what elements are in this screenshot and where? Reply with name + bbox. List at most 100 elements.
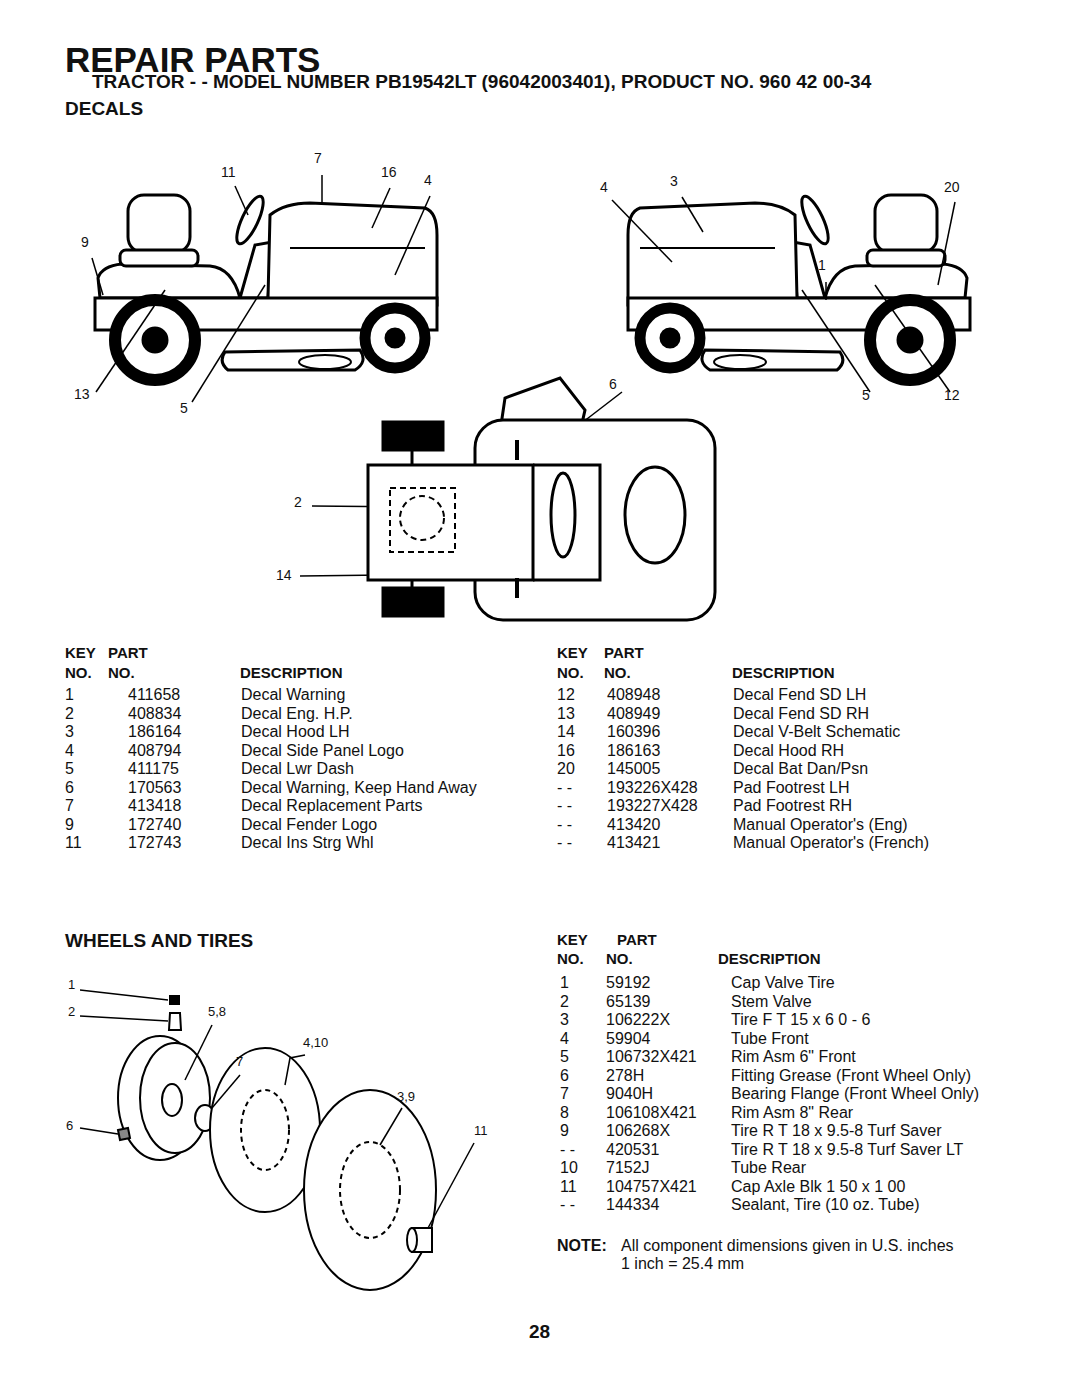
callout-number: 7 [236, 1055, 243, 1070]
table-cell: - - [557, 797, 572, 815]
table-cell: - - [560, 1196, 575, 1214]
table-cell: 6 [65, 779, 74, 797]
table-cell: 65139 [606, 993, 651, 1011]
section-heading: TRACTOR - - MODEL NUMBER PB19542LT (9604… [92, 71, 871, 93]
table-header: NO. [65, 664, 92, 681]
table-cell: 5 [65, 760, 74, 778]
table-cell: 4 [560, 1030, 569, 1048]
callout-number: 3,9 [397, 1090, 415, 1105]
table-header: NO. [604, 664, 631, 681]
table-cell: 413418 [128, 797, 181, 815]
table-cell: 1 [560, 974, 569, 992]
table-cell: 408834 [128, 705, 181, 723]
table-cell: 1 [65, 686, 74, 704]
table-cell: Decal Ins Strg Whl [241, 834, 373, 852]
callout-number: 9 [81, 234, 89, 250]
section-heading: WHEELS AND TIRES [65, 930, 253, 952]
table-cell: 12 [557, 686, 575, 704]
table-cell: 3 [65, 723, 74, 741]
table-cell: Decal Fender Logo [241, 816, 377, 834]
table-cell: 106732X421 [606, 1048, 697, 1066]
callout-number: 6 [66, 1119, 73, 1134]
callout-number: 3 [670, 173, 678, 189]
table-cell: - - [557, 779, 572, 797]
table-cell: 106108X421 [606, 1104, 697, 1122]
table-header: DESCRIPTION [732, 664, 835, 681]
table-cell: 170563 [128, 779, 181, 797]
callout-number: 1 [68, 978, 75, 993]
table-cell: Sealant, Tire (10 oz. Tube) [731, 1196, 920, 1214]
table-cell: 9 [560, 1122, 569, 1140]
table-header: NO. [108, 664, 135, 681]
table-cell: Tire R T 18 x 9.5-8 Turf Saver LT [731, 1141, 963, 1159]
table-cell: 413420 [607, 816, 660, 834]
note-text: NOTE: [557, 1237, 607, 1255]
table-cell: 413421 [607, 834, 660, 852]
table-cell: Cap Axle Blk 1 50 x 1 00 [731, 1178, 905, 1196]
callout-number: 13 [74, 386, 90, 402]
callout-number: 4,10 [303, 1036, 328, 1051]
table-cell: 8 [560, 1104, 569, 1122]
table-header: DESCRIPTION [240, 664, 343, 681]
table-header: NO. [557, 664, 584, 681]
table-cell: 2 [560, 993, 569, 1011]
table-cell: 3 [560, 1011, 569, 1029]
table-cell: - - [560, 1141, 575, 1159]
callout-number: 2 [294, 494, 302, 510]
table-cell: 6 [560, 1067, 569, 1085]
table-cell: 186164 [128, 723, 181, 741]
callout-number: 6 [609, 376, 617, 392]
table-cell: Fitting Grease (Front Wheel Only) [731, 1067, 971, 1085]
table-cell: 411658 [128, 686, 180, 704]
table-cell: 2 [65, 705, 74, 723]
table-cell: 106222X [606, 1011, 670, 1029]
callout-number: 11 [474, 1124, 488, 1139]
table-cell: 411175 [128, 760, 179, 778]
table-header: DESCRIPTION [718, 950, 821, 967]
callout-number: 5 [862, 387, 870, 403]
table-cell: 9 [65, 816, 74, 834]
table-cell: Decal Fend SD RH [733, 705, 869, 723]
table-cell: 59904 [606, 1030, 651, 1048]
note-text: All component dimensions given in U.S. i… [621, 1237, 954, 1255]
table-cell: Tire R T 18 x 9.5-8 Turf Saver [731, 1122, 941, 1140]
table-cell: 7 [65, 797, 74, 815]
table-cell: 408794 [128, 742, 181, 760]
table-cell: 11 [65, 834, 82, 852]
table-cell: Decal Side Panel Logo [241, 742, 404, 760]
table-cell: 408949 [607, 705, 660, 723]
table-cell: Rim Asm 8" Rear [731, 1104, 853, 1122]
table-cell: Decal Warning [241, 686, 345, 704]
table-cell: 14 [557, 723, 575, 741]
table-cell: Manual Operator's (Eng) [733, 816, 908, 834]
table-cell: 10 [560, 1159, 578, 1177]
table-cell: Cap Valve Tire [731, 974, 835, 992]
table-cell: Tube Rear [731, 1159, 806, 1177]
table-cell: 172740 [128, 816, 181, 834]
table-cell: - - [557, 816, 572, 834]
table-cell: Decal V-Belt Schematic [733, 723, 900, 741]
table-cell: 11 [560, 1178, 577, 1196]
callout-number: 7 [314, 150, 322, 166]
table-cell: 144334 [606, 1196, 659, 1214]
callout-number: 4 [600, 179, 608, 195]
table-header: PART [617, 931, 657, 948]
table-cell: Decal Fend SD LH [733, 686, 866, 704]
table-cell: Stem Valve [731, 993, 812, 1011]
table-cell: Tire F T 15 x 6 0 - 6 [731, 1011, 870, 1029]
page-number: 28 [529, 1321, 550, 1343]
section-heading: DECALS [65, 98, 143, 120]
callout-number: 14 [276, 567, 292, 583]
table-cell: 7 [560, 1085, 569, 1103]
table-cell: Decal Replacement Parts [241, 797, 422, 815]
callout-number: 1 [818, 257, 826, 273]
table-cell: 160396 [607, 723, 660, 741]
table-cell: 172743 [128, 834, 181, 852]
callout-number: 11 [221, 164, 236, 180]
note-text: 1 inch = 25.4 mm [621, 1255, 744, 1273]
table-cell: 193226X428 [607, 779, 698, 797]
table-cell: 420531 [606, 1141, 659, 1159]
table-cell: Decal Warning, Keep Hand Away [241, 779, 477, 797]
table-cell: Pad Footrest RH [733, 797, 852, 815]
table-cell: 186163 [607, 742, 660, 760]
